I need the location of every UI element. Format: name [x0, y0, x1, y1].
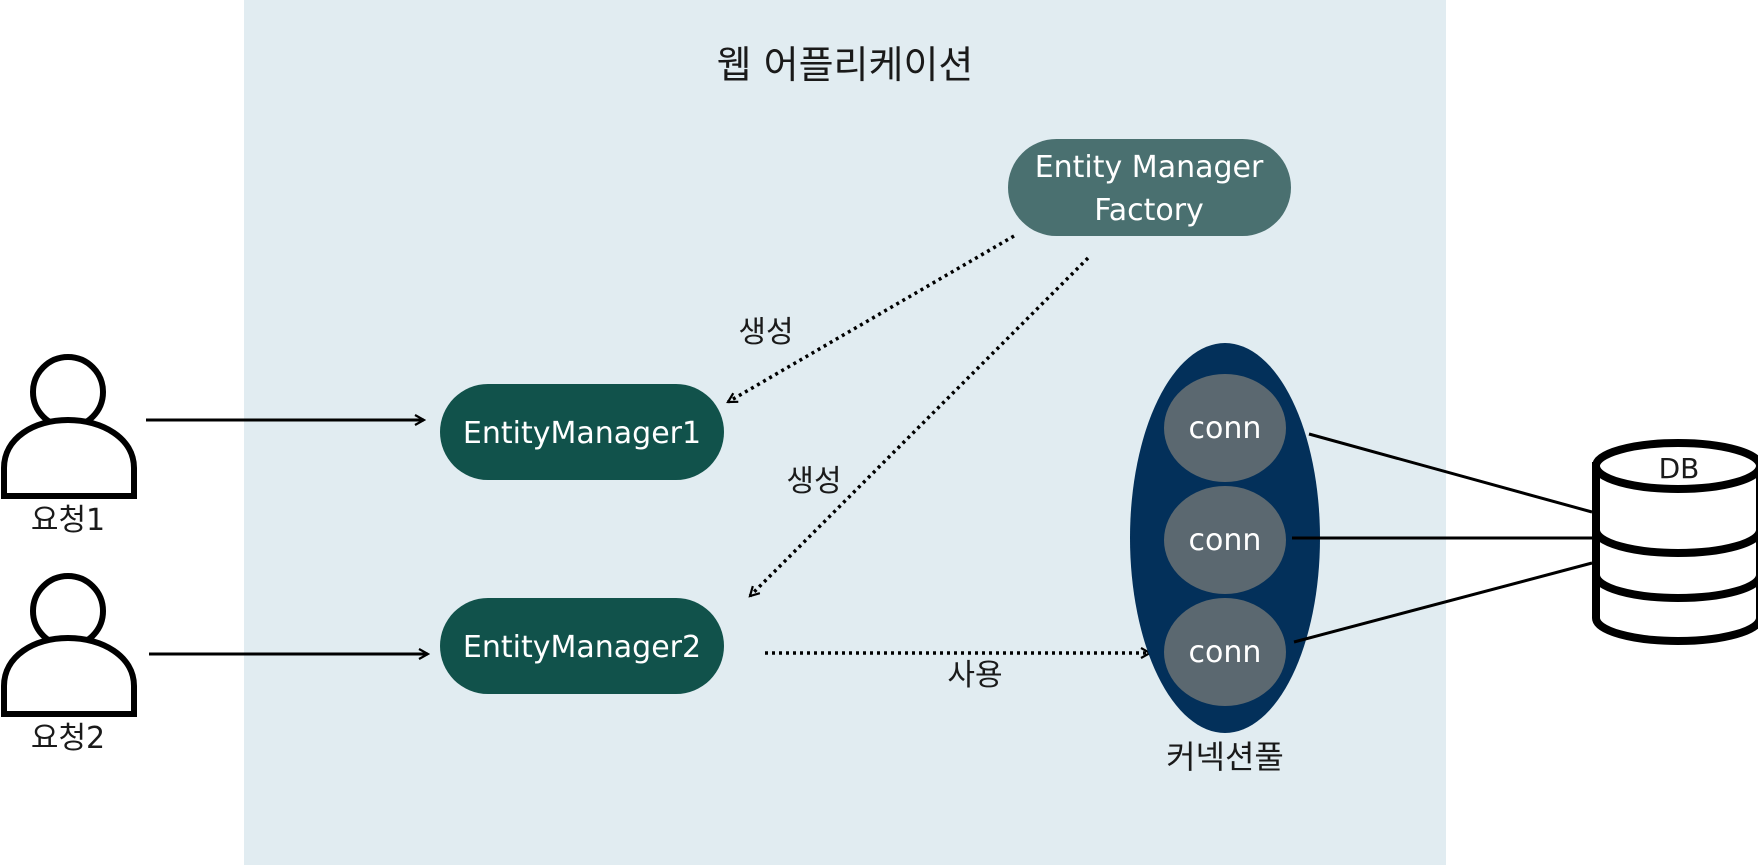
- connection-1-label: conn: [1189, 411, 1262, 446]
- user-1-label: 요청1: [31, 503, 105, 538]
- create-arrow-1: [728, 234, 1015, 404]
- person-icon: [1, 573, 137, 717]
- connection-1: conn: [1164, 374, 1286, 482]
- db-link-1: [1308, 432, 1593, 514]
- create-label-2: 생성: [786, 464, 841, 499]
- person-icon: [1, 354, 137, 499]
- entity-manager-2-shape: [440, 598, 724, 694]
- entity-manager-factory-shape: [1008, 139, 1291, 236]
- db-link-3: [1293, 561, 1593, 644]
- entity-manager-1-node: EntityManager1: [440, 384, 724, 480]
- user-2: 요청2: [1, 573, 137, 756]
- create-arrow-2: [750, 256, 1090, 596]
- factory-label-line1: Entity Manager: [1035, 150, 1264, 185]
- factory-label-line2: Factory: [1094, 193, 1204, 228]
- entity-manager-2-node: EntityManager2: [440, 598, 724, 694]
- connection-3: conn: [1164, 598, 1286, 706]
- database: DB: [1592, 439, 1758, 645]
- connection-pool: conn conn conn 커넥션풀: [1130, 343, 1320, 776]
- connection-2-label: conn: [1189, 523, 1262, 558]
- web-application-title: 웹 어플리케이션: [717, 43, 974, 87]
- entity-manager-2-label: EntityManager2: [463, 630, 701, 665]
- database-label: DB: [1659, 452, 1700, 485]
- user-1: 요청1: [1, 354, 137, 538]
- entity-manager-1-shape: [440, 384, 724, 480]
- connection-2: conn: [1164, 486, 1286, 594]
- database-icon: [1592, 439, 1758, 645]
- user-2-label: 요청2: [31, 721, 105, 756]
- connection-3-label: conn: [1189, 635, 1262, 670]
- create-label-1: 생성: [738, 315, 793, 350]
- use-label: 사용: [947, 658, 1002, 693]
- entity-manager-factory-node: Entity Manager Factory: [1008, 139, 1291, 236]
- entity-manager-1-label: EntityManager1: [463, 416, 701, 451]
- connection-pool-label: 커넥션풀: [1166, 738, 1284, 776]
